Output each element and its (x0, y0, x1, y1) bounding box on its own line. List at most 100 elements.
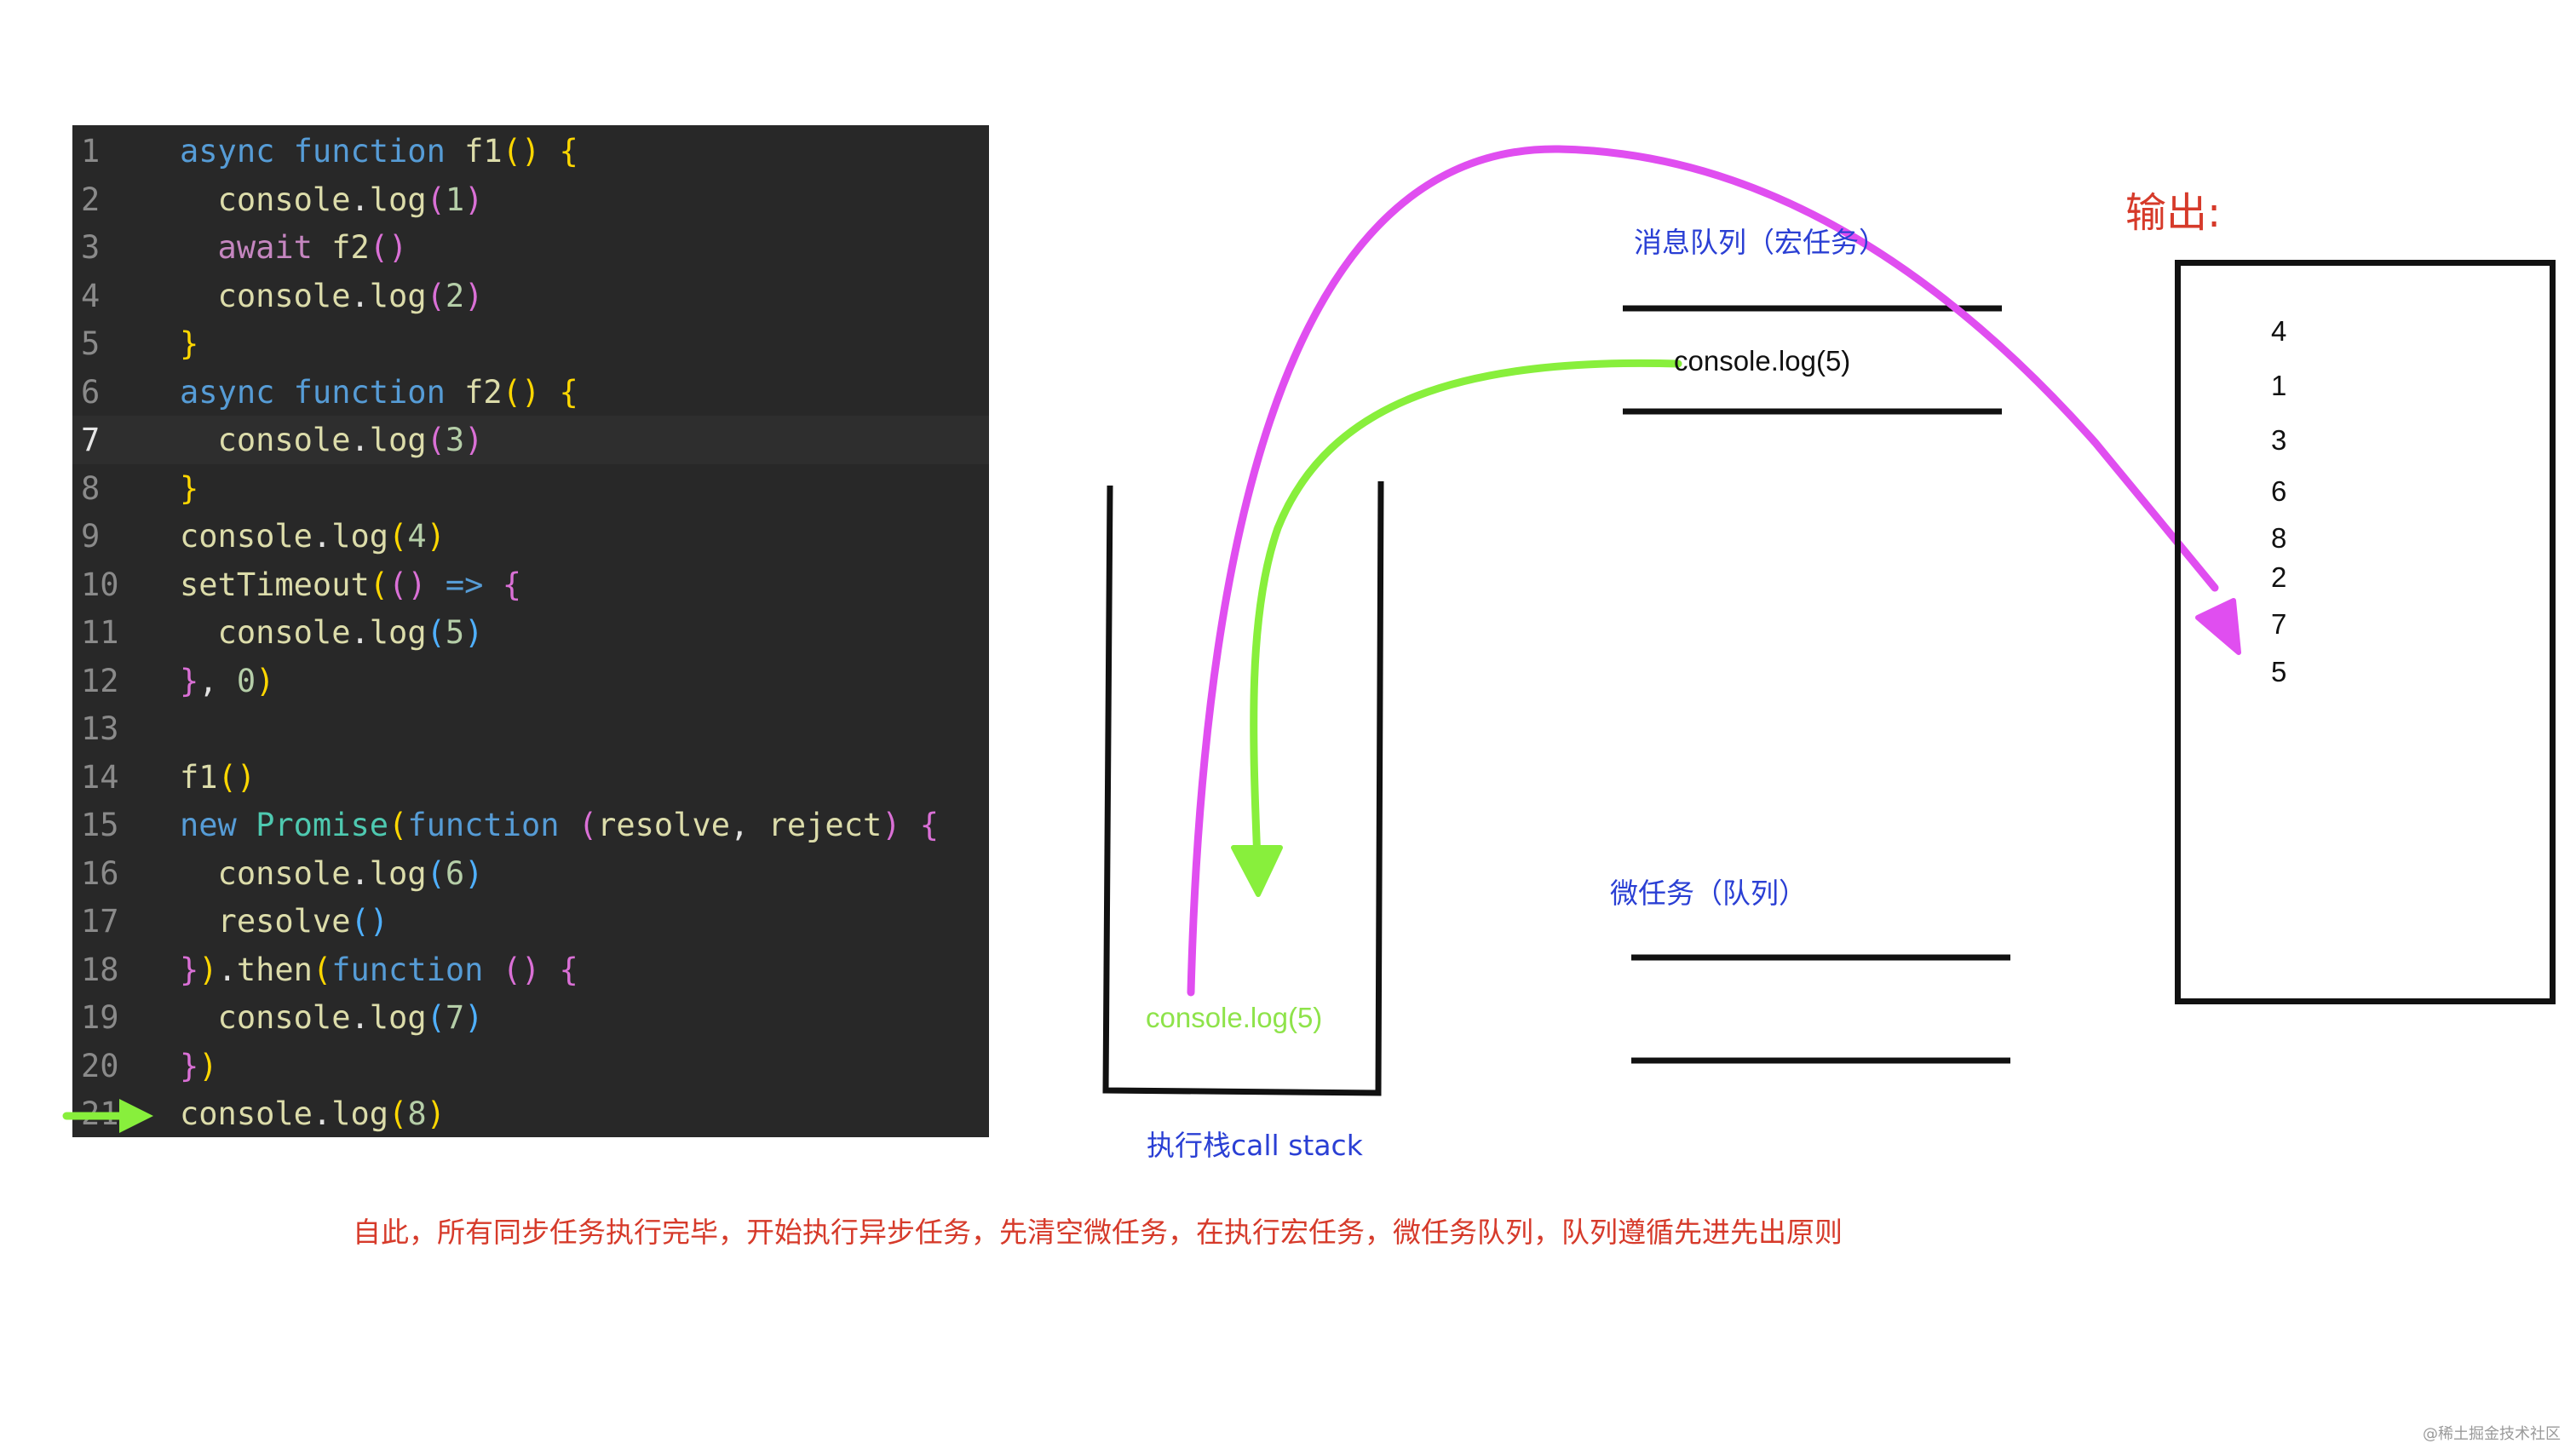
code-line: 16 console.log(6) (72, 849, 989, 898)
code-token: ( (426, 999, 446, 1036)
code-token: ) (426, 1095, 446, 1132)
code-token: log (331, 1095, 389, 1132)
code-line: 11 console.log(5) (72, 608, 989, 657)
code-token: ) { (882, 807, 940, 843)
code-token: ) (464, 422, 484, 458)
code-token: () { (502, 373, 578, 411)
code-token: ) (464, 181, 484, 218)
code-line: 15 new Promise(function (resolve, reject)… (72, 801, 989, 849)
output-value: 8 (2271, 522, 2287, 554)
line-number: 16 (81, 854, 119, 892)
code-text: }, 0) (180, 657, 274, 705)
macro-queue-label: 消息队列（宏任务） (1634, 226, 1887, 259)
line-number: 18 (81, 951, 119, 988)
code-line: 3 await f2() (72, 223, 989, 272)
code-token: console (180, 999, 351, 1036)
output-value: 7 (2271, 608, 2287, 640)
code-token: . (350, 854, 370, 892)
code-token: ( (426, 277, 446, 314)
line-number: 10 (81, 566, 119, 603)
code-token: => (445, 566, 503, 603)
code-token: async (180, 133, 294, 170)
code-token: () (369, 229, 408, 266)
code-line: 13 (72, 704, 989, 753)
code-text: } (180, 464, 198, 513)
code-line: 20}) (72, 1042, 989, 1090)
green-arrow-head (1231, 845, 1283, 897)
code-token: function (407, 807, 578, 843)
line-number: 3 (81, 229, 101, 266)
code-token: resolve (180, 903, 351, 940)
code-line: 19 console.log(7) (72, 993, 989, 1042)
code-text: }) (180, 1042, 218, 1090)
code-token: log (369, 277, 427, 314)
code-text: console.log(3) (180, 416, 484, 464)
code-token: then (236, 951, 313, 988)
caption: 自此，所有同步任务执行完毕，开始执行异步任务，先清空微任务，在执行宏任务，微任务… (353, 1216, 1843, 1249)
code-token: f1 (464, 133, 503, 170)
code-token: new (180, 807, 256, 843)
code-token: () (217, 758, 256, 796)
line-number: 11 (81, 614, 119, 651)
code-token: await (180, 229, 332, 266)
code-line: 12 }, 0) (72, 657, 989, 705)
code-text: console.log(4) (180, 512, 446, 561)
code-token: . (350, 422, 370, 458)
output-value: 1 (2271, 370, 2287, 401)
code-token: ( (312, 951, 332, 988)
output-value: 6 (2271, 475, 2287, 507)
code-text: async function f2() { (180, 368, 578, 417)
output-value: 5 (2271, 656, 2287, 687)
code-line: 10 setTimeout(() => { (72, 561, 989, 609)
code-token: 3 (445, 422, 465, 458)
code-token: . (350, 181, 370, 218)
output-title: 输出: (2125, 189, 2222, 237)
call-stack-label: 执行栈call stack (1147, 1129, 1363, 1162)
line-number: 20 (81, 1047, 119, 1084)
code-text: }).then(function () { (180, 946, 578, 994)
code-text: setTimeout(() => { (180, 561, 521, 609)
code-text: new Promise(function (resolve, reject) { (180, 801, 939, 849)
code-token: resolve (597, 807, 731, 843)
code-token: } (180, 1047, 199, 1084)
code-token: . (350, 999, 370, 1036)
green-arrow (1250, 359, 1682, 865)
line-number: 19 (81, 999, 119, 1036)
code-token: async (180, 373, 294, 411)
code-token: log (369, 854, 427, 892)
code-token: 2 (445, 277, 465, 314)
macro-queue-item: console.log(5) (1674, 345, 1851, 377)
code-token: ( (426, 422, 446, 458)
line-number: 1 (81, 133, 101, 170)
watermark: @稀土掘金技术社区 (2423, 1425, 2561, 1443)
code-token: . (312, 518, 332, 555)
code-token: log (331, 518, 389, 555)
code-token: ( (369, 566, 389, 603)
code-line: 7 console.log(3) (72, 416, 989, 464)
code-token: . (350, 614, 370, 651)
code-token: setTimeout (180, 566, 370, 603)
code-token: . (312, 1095, 332, 1132)
code-token: function (293, 133, 465, 170)
code-token: ( (426, 181, 446, 218)
code-text: f1() (180, 753, 256, 802)
line-number: 2 (81, 181, 101, 218)
output-value: 3 (2271, 424, 2287, 456)
code-line: 4 console.log(2) (72, 272, 989, 320)
line-number: 5 (81, 325, 101, 362)
code-token: ( (578, 807, 598, 843)
code-token: 7 (445, 999, 465, 1036)
code-token: ) (256, 662, 275, 699)
code-token: ( (426, 614, 446, 651)
code-token: { (502, 566, 521, 603)
line-number: 12 (81, 662, 119, 699)
line-number: 15 (81, 807, 119, 843)
code-token: } (180, 662, 199, 699)
code-token: } (180, 951, 199, 988)
code-text: console.log(6) (180, 849, 484, 898)
code-token: ) (464, 614, 484, 651)
code-token: function (331, 951, 503, 988)
code-token: } (180, 469, 199, 507)
